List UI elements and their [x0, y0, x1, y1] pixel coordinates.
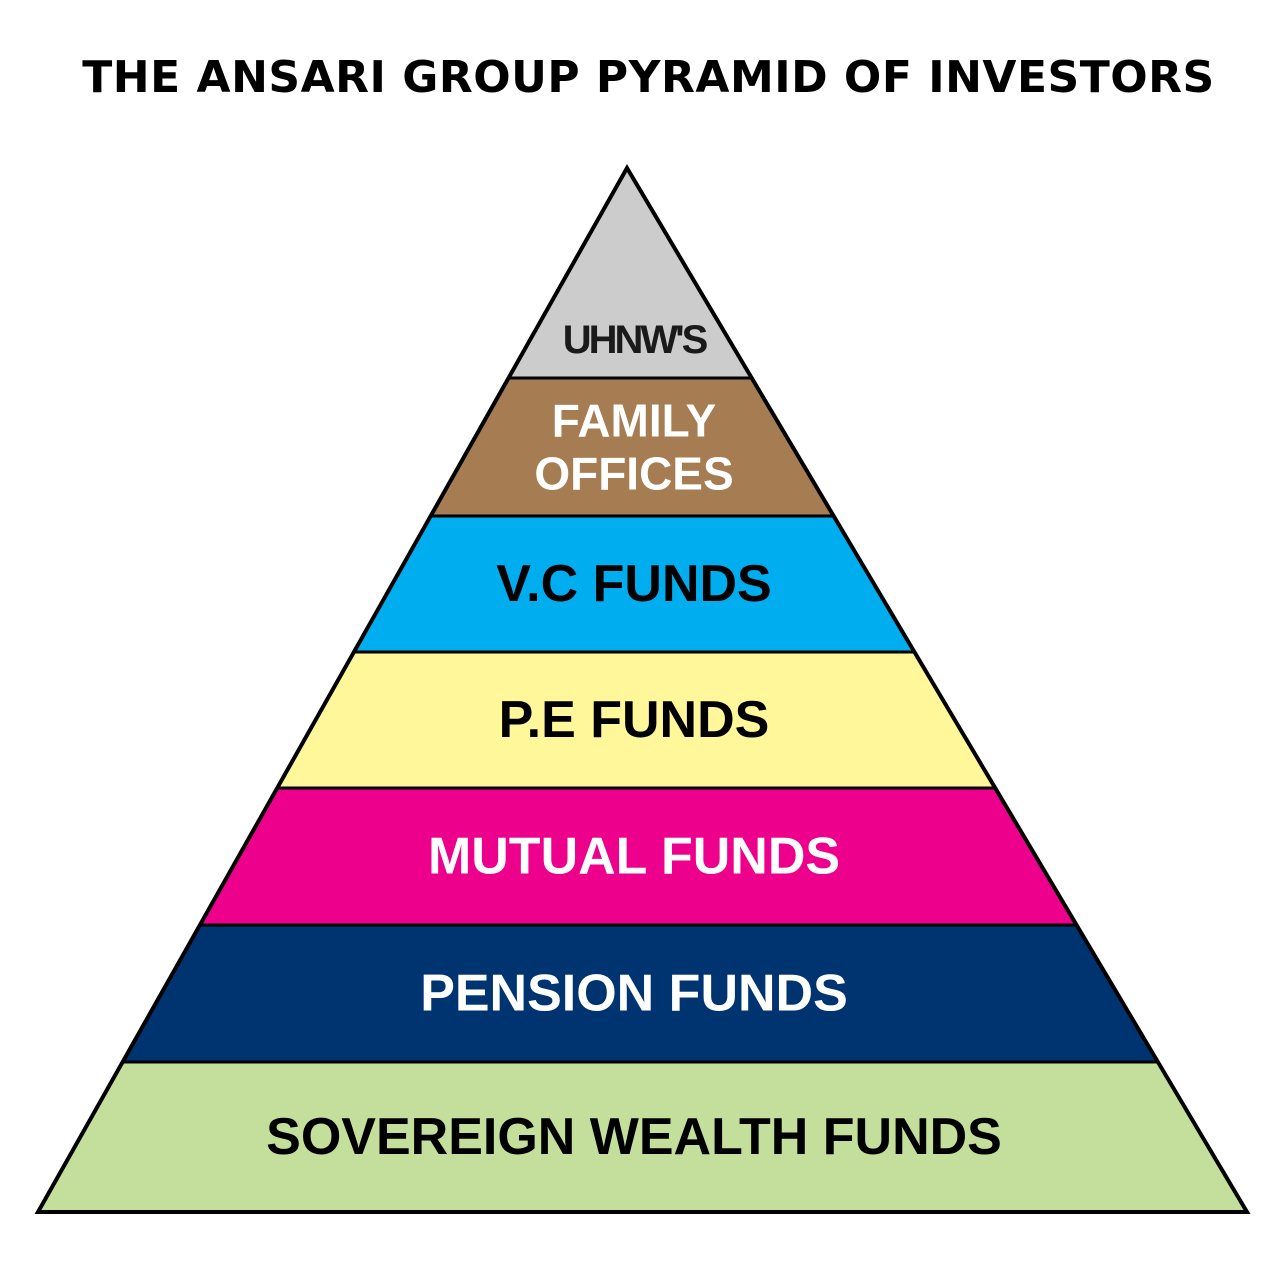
tier-label-uhnw-s: UHNW'S [563, 318, 708, 362]
diagram-title: THE ANSARI GROUP PYRAMID OF INVESTORS [82, 52, 1215, 103]
tier-label-v-c-funds: V.C FUNDS [496, 555, 771, 613]
tier-label-pension-funds: PENSION FUNDS [420, 965, 848, 1023]
tier-label-mutual-funds: MUTUAL FUNDS [428, 828, 840, 886]
tier-label-p-e-funds: P.E FUNDS [499, 691, 770, 749]
tier-label-sovereign-wealth-funds: SOVEREIGN WEALTH FUNDS [266, 1108, 1002, 1166]
tier-label-family-offices-line-2: OFFICES [534, 447, 733, 499]
pyramid-outline [34, 164, 1251, 1214]
tier-label-family-offices-line-1: FAMILY [552, 395, 716, 447]
